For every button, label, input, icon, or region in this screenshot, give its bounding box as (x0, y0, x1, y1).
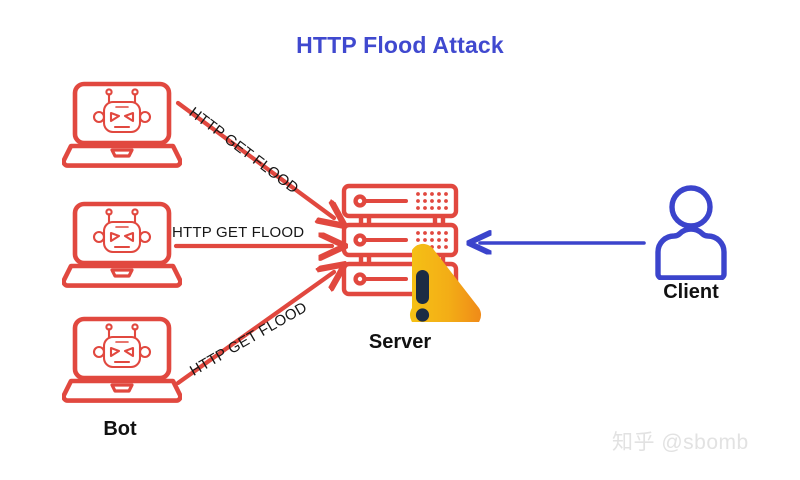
bot-node-3[interactable] (62, 315, 182, 407)
server-node[interactable] (340, 182, 490, 322)
flow-label-attack-mid: HTTP GET FLOOD (172, 224, 305, 241)
laptop-bot-icon (62, 201, 182, 288)
watermark: 知乎 @sbomb (612, 431, 749, 454)
bot-node-2[interactable] (62, 200, 182, 292)
user-person-icon (655, 185, 727, 280)
bot-label: Bot (103, 418, 137, 440)
flow-label-attack-top: HTTP GET FLOOD (185, 104, 302, 198)
laptop-bot-icon (62, 316, 182, 403)
laptop-bot-icon (62, 81, 182, 168)
warning-triangle-icon (409, 244, 482, 322)
server-label: Server (368, 331, 432, 353)
page-title: HTTP Flood Attack (296, 32, 504, 58)
bot-node-1[interactable] (62, 80, 182, 172)
flow-label-attack-bottom: HTTP GET FLOOD (187, 298, 311, 380)
client-node[interactable] (648, 184, 734, 280)
client-label: Client (663, 281, 719, 303)
